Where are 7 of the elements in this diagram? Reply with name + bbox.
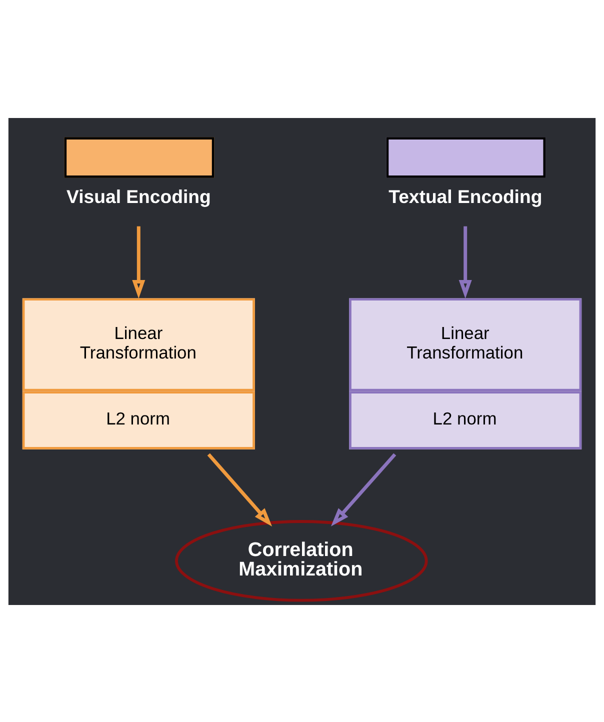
arrow (458, 226, 472, 298)
node-ellipse: Correlation Maximization (175, 520, 428, 602)
node-label: Textual Encoding (388, 186, 542, 207)
node-label: Visual Encoding (66, 186, 211, 207)
arrow (207, 452, 272, 526)
arrow (132, 226, 146, 298)
arrow (330, 452, 396, 526)
